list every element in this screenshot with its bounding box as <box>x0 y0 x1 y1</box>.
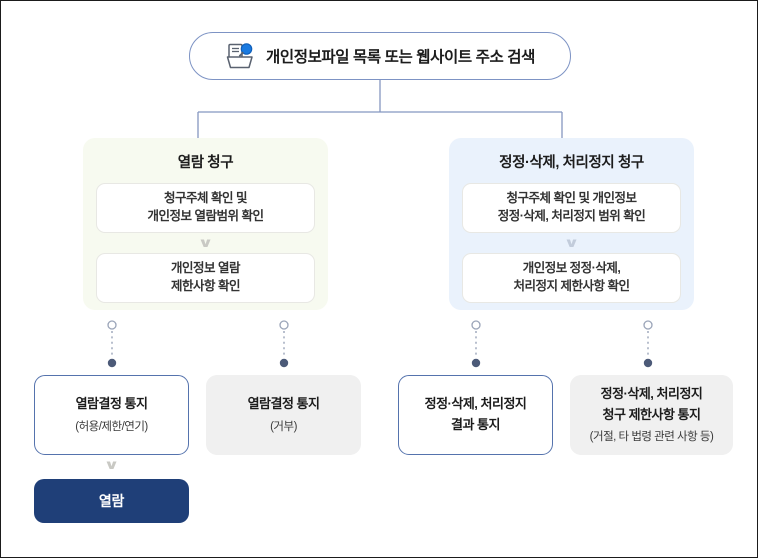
step-line: 처리정지 제한사항 확인 <box>513 279 630 293</box>
search-header-pill[interactable]: 개인정보파일 목록 또는 웹사이트 주소 검색 <box>189 32 571 80</box>
step-line: 개인정보 열람 <box>171 261 240 276</box>
outcome-main-text: 결과 통지 <box>451 417 500 432</box>
chevron-down-icon: ∨ <box>563 235 580 250</box>
step-line: 청구주체 확인 및 개인정보 <box>506 191 637 206</box>
step-line: 개인정보 열람범위 확인 <box>147 209 264 223</box>
outcome-sub-text: (거부) <box>270 420 297 433</box>
outcome-main-text: 열람결정 통지 <box>75 396 148 412</box>
branch-title-correction-request: 정정·삭제, 처리정지 청구 <box>499 155 644 171</box>
outcome-main-text: 청구 제한사항 통지 <box>602 406 701 422</box>
step-card-correction-2: 개인정보 정정·삭제, 처리정지 제한사항 확인 <box>462 253 681 303</box>
outcome-box-correction-result-notice[interactable]: 정정·삭제, 처리정지 결과 통지 <box>398 375 553 455</box>
step-card-access-2: 개인정보 열람 제한사항 확인 <box>96 253 315 303</box>
outcome-box-correction-restriction-notice[interactable]: 정정·삭제, 처리정지 청구 제한사항 통지 (거절, 타 법령 관련 사항 등… <box>570 375 733 455</box>
outcome-sub-text: (허용/제한/연기) <box>75 420 148 433</box>
step-line: 정정·삭제, 처리정지 범위 확인 <box>497 209 646 223</box>
dotted-connector-group <box>107 320 653 368</box>
final-access-button[interactable]: 열람 <box>34 479 189 523</box>
chevron-down-icon: ∨ <box>103 457 120 472</box>
step-card-correction-1: 청구주체 확인 및 개인정보 정정·삭제, 처리정지 범위 확인 <box>462 183 681 233</box>
document-search-icon <box>225 42 255 70</box>
branch-panel-access-request: 열람 청구 청구주체 확인 및 개인정보 열람범위 확인 ∨ 개인정보 열람 제… <box>83 138 328 310</box>
step-card-access-1: 청구주체 확인 및 개인정보 열람범위 확인 <box>96 183 315 233</box>
chevron-down-icon: ∨ <box>197 235 214 250</box>
outcome-box-access-decision-allow[interactable]: 열람결정 통지 (허용/제한/연기) <box>34 375 189 455</box>
branch-title-access-request: 열람 청구 <box>177 155 234 171</box>
outcome-main-text: 열람결정 통지 <box>247 396 320 412</box>
outcome-sub-text: (거절, 타 법령 관련 사항 등) <box>589 431 714 444</box>
outcome-main-text: 정정·삭제, 처리정지 <box>600 385 703 401</box>
step-line: 개인정보 정정·삭제, <box>522 261 621 276</box>
outcome-box-access-decision-reject[interactable]: 열람결정 통지 (거부) <box>206 375 361 455</box>
page-title: 개인정보파일 목록 또는 웹사이트 주소 검색 <box>265 49 535 66</box>
step-line: 청구주체 확인 및 <box>164 191 247 206</box>
outcome-main-text: 정정·삭제, 처리정지 <box>424 396 527 412</box>
step-line: 제한사항 확인 <box>171 279 240 293</box>
final-access-label: 열람 <box>98 493 125 509</box>
branch-panel-correction-request: 정정·삭제, 처리정지 청구 청구주체 확인 및 개인정보 정정·삭제, 처리정… <box>449 138 694 310</box>
